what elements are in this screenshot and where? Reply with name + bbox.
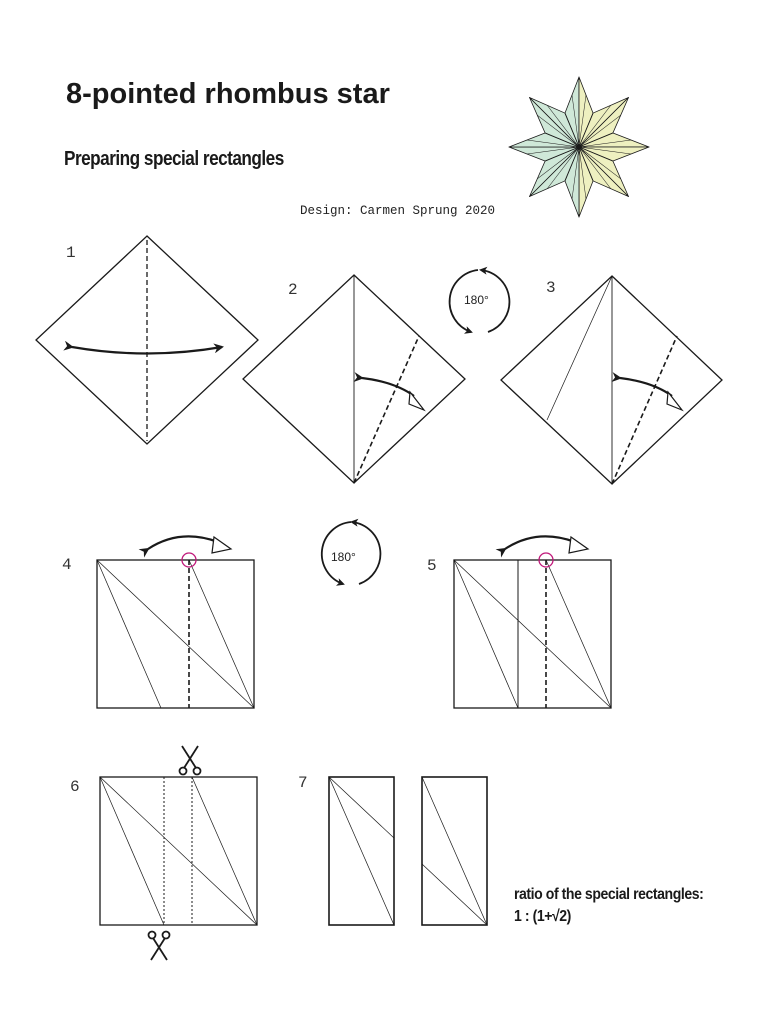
star-point-ne — [578, 97, 629, 148]
step-number-7: 7 — [298, 774, 308, 792]
crease-line — [99, 776, 258, 926]
rectangle-paper — [96, 559, 255, 709]
rectangle-paper — [453, 559, 612, 709]
rotation-label: 180° — [331, 550, 356, 564]
scissors-icon — [178, 745, 202, 776]
fold-unfold-arrow — [611, 372, 673, 397]
fold-unfold-arrow — [63, 340, 224, 355]
valley-fold-line — [611, 335, 678, 485]
step-2-diagram — [242, 274, 466, 484]
special-rectangle-right — [421, 776, 488, 926]
rotate-180-icon — [320, 518, 382, 586]
design-credit: Design: Carmen Sprung 2020 — [300, 204, 496, 218]
star-point-nw — [529, 97, 580, 148]
scissors-icon — [147, 930, 171, 961]
crease-line — [453, 559, 612, 709]
hollow-arrowhead — [568, 535, 590, 554]
crease-line — [96, 559, 162, 709]
star-point-n — [564, 76, 594, 148]
page-title: 8-pointed rhombus star — [66, 78, 390, 110]
step-3-diagram — [500, 275, 723, 485]
fold-arrow — [138, 535, 219, 558]
hollow-arrowhead — [666, 390, 684, 412]
hollow-arrowhead — [211, 535, 233, 554]
step-number-6: 6 — [70, 778, 80, 796]
special-rectangle-left — [328, 776, 395, 926]
step-4-diagram — [96, 535, 255, 709]
rotate-180-icon — [448, 266, 511, 334]
page-subtitle: Preparing special rectangles — [64, 148, 284, 170]
step-number-2: 2 — [288, 281, 298, 299]
ratio-line-1: ratio of the special rectangles: — [514, 886, 704, 903]
ratio-line-2: 1 : (1+√2) — [514, 908, 571, 925]
step-number-5: 5 — [427, 557, 437, 575]
reference-point-marker — [538, 552, 554, 568]
step-5-diagram — [453, 535, 612, 709]
star-point-w — [508, 132, 580, 162]
square-paper — [35, 235, 259, 445]
step-1-diagram — [35, 235, 259, 445]
hollow-arrowhead — [408, 390, 426, 412]
valley-fold-line — [353, 335, 420, 484]
step-number-4: 4 — [62, 556, 72, 574]
reference-point-marker — [181, 552, 197, 568]
fold-arrow — [495, 535, 576, 558]
step-6-diagram — [99, 776, 258, 926]
crease-line — [546, 275, 613, 421]
step-7-diagram — [328, 776, 488, 926]
crease-line — [191, 776, 258, 926]
crease-line — [188, 559, 255, 709]
star-icon — [508, 76, 650, 218]
fold-unfold-arrow — [353, 372, 415, 397]
crease-line — [99, 776, 165, 926]
star-point-se — [578, 146, 629, 197]
step-number-1: 1 — [66, 244, 76, 262]
crease-line — [545, 559, 612, 709]
crease-line — [453, 559, 519, 709]
rotation-label: 180° — [464, 293, 489, 307]
rectangle-paper — [99, 776, 258, 926]
step-number-3: 3 — [546, 279, 556, 297]
crease-line — [96, 559, 255, 709]
ratio-note: ratio of the special rectangles: 1 : (1+… — [514, 884, 704, 928]
square-paper — [500, 275, 723, 485]
